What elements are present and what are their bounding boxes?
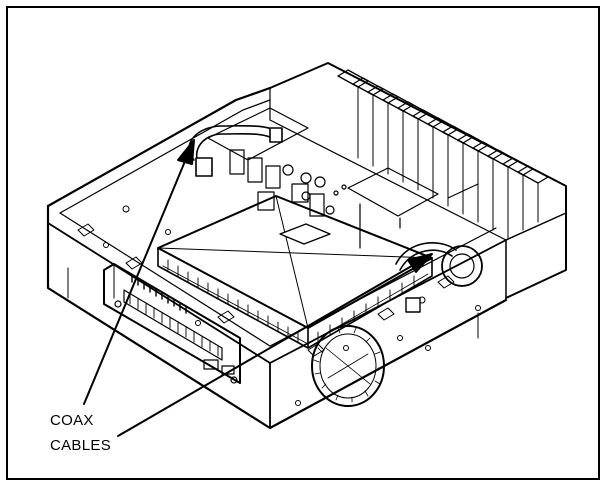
coax-cable-front [395, 242, 483, 313]
arrow-head-front [407, 253, 433, 273]
heat-sink [269, 62, 567, 299]
arrow-head-rear [177, 139, 195, 165]
radio-chassis-illustration [46, 62, 567, 437]
callout-label-line-2: CABLES [50, 437, 111, 454]
coax-cable-rear [188, 124, 283, 177]
figure-frame: COAX CABLES [6, 6, 600, 480]
callout-arrows [83, 139, 433, 437]
shield-cover [157, 195, 433, 349]
callout-label-line-1: COAX [50, 412, 94, 429]
internal-components [207, 107, 479, 249]
volume-knob [311, 325, 385, 407]
callout-arrow-front-cable [117, 259, 423, 437]
callout-arrow-rear-cable [83, 153, 189, 405]
front-connector-block [103, 263, 241, 384]
